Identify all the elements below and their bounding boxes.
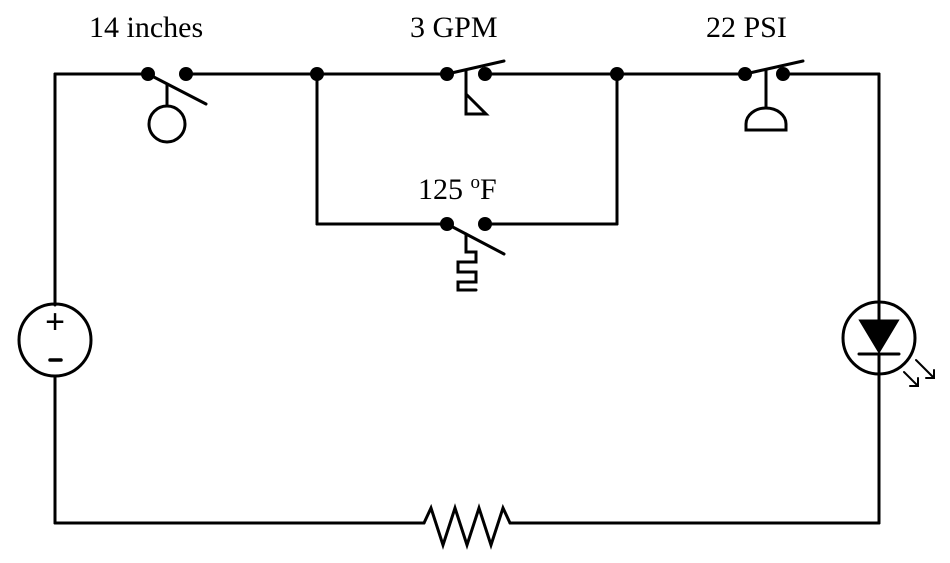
contact-dot (478, 217, 492, 231)
float-icon (147, 104, 187, 144)
switch-blade (743, 59, 805, 76)
source-plus: + (45, 303, 65, 341)
voltage-source: + (17, 302, 93, 378)
led (841, 300, 935, 387)
source-circle (17, 302, 93, 378)
pressure-switch-label: 22 PSI (706, 11, 787, 44)
flow-switch (440, 59, 506, 116)
led-circle (841, 300, 917, 376)
switch-blade (445, 222, 506, 256)
temperature-switch-label: 125 oF (418, 172, 497, 206)
contact-dot (179, 67, 193, 81)
switch-blade (445, 59, 506, 76)
thermal-element-icon (456, 232, 478, 292)
flow-switch-label: 3 GPM (410, 11, 498, 44)
diaphragm-icon (744, 106, 788, 132)
contact-dot (776, 67, 790, 81)
flag-icon (464, 68, 490, 116)
light-arrows-icon (903, 359, 935, 387)
temp-unit: F (480, 173, 497, 206)
led-diode-triangle (858, 319, 900, 354)
junction-dot-right (610, 67, 624, 81)
level-switch (141, 67, 208, 144)
temperature-switch (440, 217, 506, 292)
wires (53, 72, 881, 525)
degree-mark: o (470, 172, 481, 193)
contact-dot (478, 67, 492, 81)
pressure-switch (738, 59, 805, 132)
temp-value: 125 (418, 173, 471, 206)
switch-blade (146, 72, 208, 106)
level-switch-label: 14 inches (89, 11, 204, 44)
junction-dot-left (310, 67, 324, 81)
resistor (422, 503, 512, 550)
